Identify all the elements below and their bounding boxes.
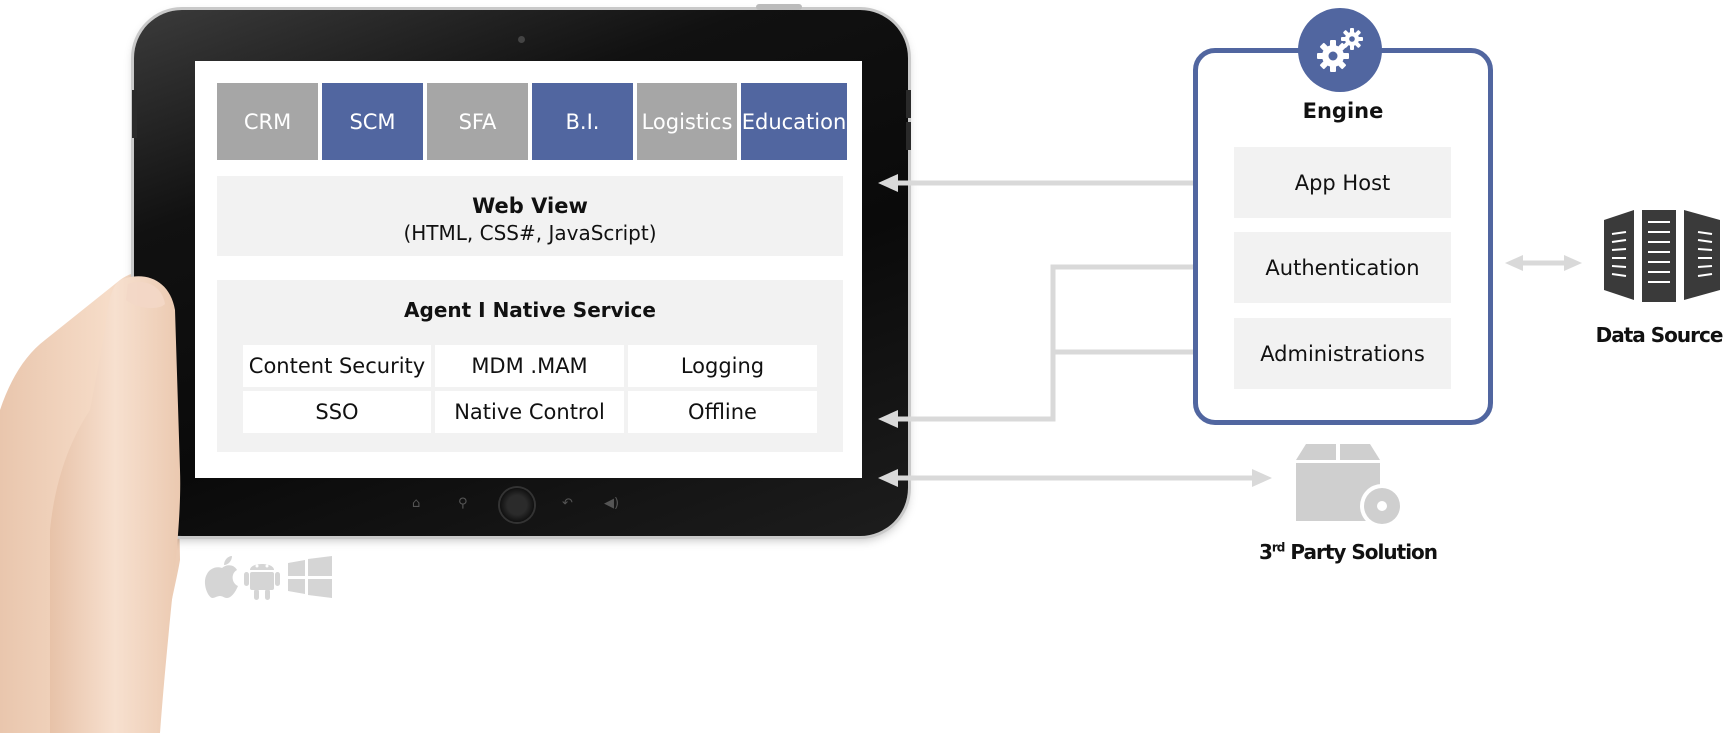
tablet-side-button-right-2	[906, 122, 911, 150]
arrow-agent-auth	[895, 264, 1212, 422]
agent-title: Agent I Native Service	[404, 298, 656, 322]
android-icon	[244, 564, 280, 600]
arrowhead-left-webview	[878, 174, 898, 192]
tab-scm[interactable]: SCM	[322, 83, 423, 160]
windows-icon	[288, 556, 332, 598]
webview-panel	[217, 176, 843, 256]
third-party-label: 3rd Party Solution	[1250, 540, 1446, 564]
volume-icon: ◀)	[604, 496, 620, 511]
arrowhead-left-agent	[878, 410, 898, 428]
webview-subtitle: (HTML, CSS#, JavaScript)	[403, 221, 657, 245]
tablet-top-buttons	[756, 4, 802, 10]
arrowhead-right-datasource	[1564, 255, 1582, 271]
tab-logistics[interactable]: Logistics	[637, 83, 737, 160]
third-party-superscript: rd	[1271, 540, 1285, 555]
engine-title: Engine	[1302, 99, 1384, 123]
camera-icon	[518, 36, 525, 43]
arrowhead-left-screen	[878, 469, 898, 487]
home-icon: ⌂	[412, 496, 421, 511]
tab-crm[interactable]: CRM	[217, 83, 318, 160]
arrowhead-left-engine	[1505, 255, 1523, 271]
tablet-side-button-right-1	[906, 90, 911, 118]
cell-content-security: Content Security	[243, 345, 431, 387]
cell-logging: Logging	[628, 345, 817, 387]
gears-icon	[1317, 28, 1363, 72]
cell-sso: SSO	[243, 391, 431, 433]
data-source-label: Data Source	[1595, 323, 1723, 347]
engine-item-app-host: App Host	[1234, 147, 1451, 218]
cell-native-control: Native Control	[435, 391, 624, 433]
apple-icon	[204, 556, 238, 598]
engine-item-administrations: Administrations	[1234, 318, 1451, 389]
server-icon	[1604, 210, 1720, 302]
home-button[interactable]	[500, 488, 534, 522]
cell-mdm-mam: MDM .MAM	[435, 345, 624, 387]
arrowhead-right-thirdparty	[1252, 469, 1272, 487]
search-icon: ⚲	[458, 496, 468, 511]
tab-bi[interactable]: B.I.	[532, 83, 633, 160]
hand-thumb	[50, 276, 181, 733]
tablet-side-button-left	[132, 90, 137, 138]
engine-item-authentication: Authentication	[1234, 232, 1451, 303]
back-icon: ↶	[562, 496, 573, 511]
third-party-number: 3	[1258, 540, 1273, 564]
third-party-text: Party Solution	[1290, 540, 1438, 564]
tab-education[interactable]: Education	[741, 83, 847, 160]
cell-offline: Offline	[628, 391, 817, 433]
tab-sfa[interactable]: SFA	[427, 83, 528, 160]
webview-title: Web View	[472, 194, 588, 218]
package-icon	[1296, 444, 1404, 528]
